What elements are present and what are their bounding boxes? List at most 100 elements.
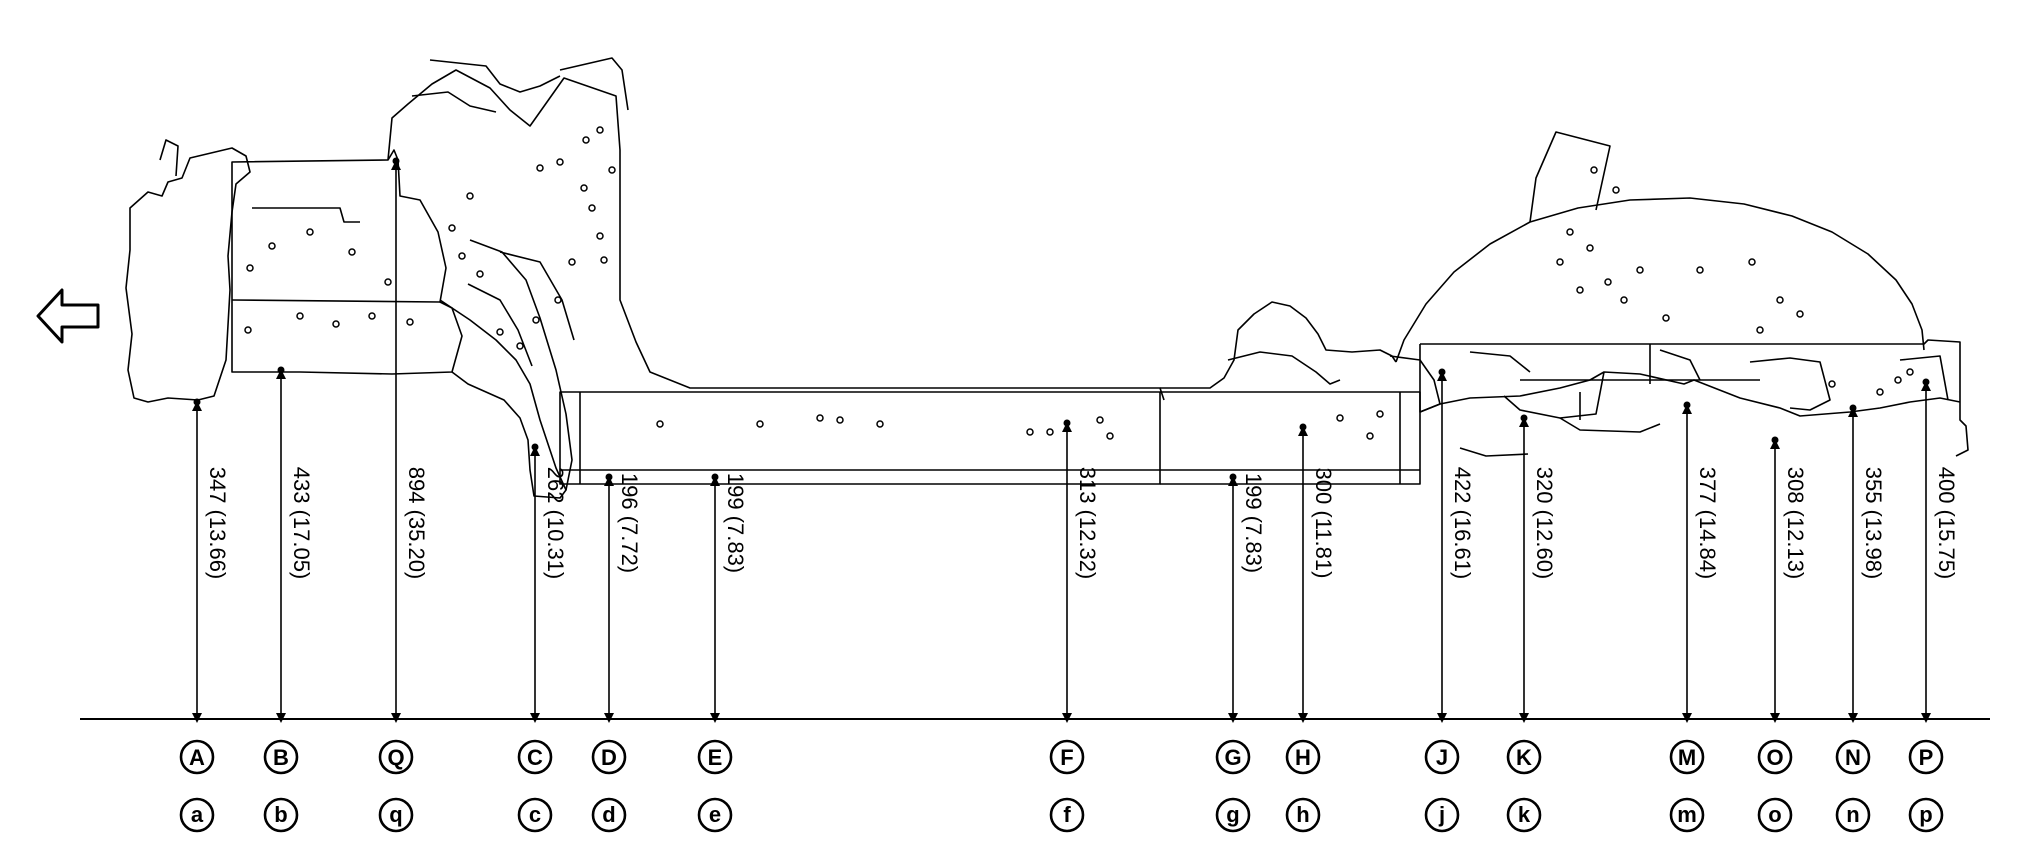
dimension-value-d: 196 (7.72) (617, 473, 642, 573)
svg-text:h: h (1296, 802, 1309, 827)
point-label-q-lower: q (378, 797, 414, 833)
point-label-e-upper: E (697, 739, 733, 775)
svg-text:k: k (1518, 802, 1531, 827)
svg-text:D: D (601, 745, 617, 770)
dimension-b: 433 (17.05) Bb (263, 366, 314, 833)
point-label-e-lower: e (697, 797, 733, 833)
measure-point-n (1849, 404, 1857, 412)
point-label-d-upper: D (591, 739, 627, 775)
svg-text:a: a (191, 802, 204, 827)
dimension-m: 377 (14.84) Mm (1669, 401, 1720, 833)
point-label-n-upper: N (1835, 739, 1871, 775)
measure-point-m (1683, 401, 1691, 409)
point-label-f-upper: F (1049, 739, 1085, 775)
dimension-c: 262 (10.31) Cc (517, 443, 568, 833)
measure-point-h (1299, 423, 1307, 431)
svg-text:F: F (1060, 745, 1073, 770)
point-label-b-upper: B (263, 739, 299, 775)
dimension-value-p: 400 (15.75) (1934, 467, 1959, 580)
point-label-o-upper: O (1757, 739, 1793, 775)
dimension-n: 355 (13.98)Nn (1835, 404, 1886, 833)
measure-point-b (277, 366, 285, 374)
dimension-value-o: 308 (12.13) (1783, 467, 1808, 580)
point-label-p-lower: p (1908, 797, 1944, 833)
measure-point-f (1063, 419, 1071, 427)
dimension-q: 894 (35.20) Qq (378, 157, 429, 833)
dimension-h: 300 (11.81) Hh (1285, 423, 1336, 833)
svg-text:g: g (1226, 802, 1239, 827)
svg-text:H: H (1295, 745, 1311, 770)
measure-point-k (1520, 414, 1528, 422)
svg-text:P: P (1919, 745, 1934, 770)
dimension-value-h: 300 (11.81) (1311, 468, 1336, 579)
svg-text:b: b (274, 802, 287, 827)
hollow-arrow-left-icon (36, 288, 100, 344)
dimension-o: 308 (12.13) Oo (1757, 436, 1808, 833)
dimension-j: 422 (16.61)Jj (1424, 368, 1475, 833)
point-label-j-lower: j (1424, 797, 1460, 833)
point-label-a-lower: a (179, 797, 215, 833)
point-label-m-lower: m (1669, 797, 1705, 833)
svg-text:E: E (708, 745, 723, 770)
point-label-g-upper: G (1215, 739, 1251, 775)
svg-text:B: B (273, 745, 289, 770)
point-label-b-lower: b (263, 797, 299, 833)
point-label-f-lower: f (1049, 797, 1085, 833)
svg-text:N: N (1845, 745, 1861, 770)
point-label-g-lower: g (1215, 797, 1251, 833)
svg-text:d: d (602, 802, 615, 827)
point-label-j-upper: J (1424, 739, 1460, 775)
svg-text:m: m (1677, 802, 1697, 827)
svg-text:e: e (709, 802, 721, 827)
dimension-d: 196 (7.72) Dd (591, 473, 642, 833)
dimension-value-f: 313 (12.32) (1075, 467, 1100, 580)
measure-point-d (605, 473, 613, 481)
panel-holes (244, 126, 1914, 440)
measure-point-a (193, 398, 201, 406)
svg-text:J: J (1436, 745, 1448, 770)
point-label-q-upper: Q (378, 739, 414, 775)
measure-point-p (1922, 378, 1930, 386)
point-label-k-lower: k (1506, 797, 1542, 833)
point-label-p-upper: P (1908, 739, 1944, 775)
point-label-n-lower: n (1835, 797, 1871, 833)
measure-point-e (711, 473, 719, 481)
dimension-value-e: 199 (7.83) (723, 473, 748, 573)
dimension-value-b: 433 (17.05) (289, 467, 314, 580)
dimension-value-a: 347 (13.66) (205, 467, 230, 580)
svg-text:j: j (1438, 802, 1445, 827)
dimension-p: 400 (15.75) Pp (1908, 378, 1959, 833)
point-label-c-lower: c (517, 797, 553, 833)
svg-text:G: G (1224, 745, 1241, 770)
measure-point-j (1438, 368, 1446, 376)
point-label-a-upper: A (179, 739, 215, 775)
measure-point-q (392, 157, 400, 165)
svg-text:C: C (527, 745, 543, 770)
point-label-o-lower: o (1757, 797, 1793, 833)
svg-text:q: q (389, 802, 402, 827)
svg-text:p: p (1919, 802, 1932, 827)
svg-text:n: n (1846, 802, 1859, 827)
point-label-h-upper: H (1285, 739, 1321, 775)
vehicle-underbody-drawing (125, 57, 1969, 499)
dimension-e: 199 (7.83) Ee (697, 473, 748, 833)
point-label-d-lower: d (591, 797, 627, 833)
dimension-value-g: 199 (7.83) (1241, 473, 1266, 573)
point-label-c-upper: C (517, 739, 553, 775)
point-label-k-upper: K (1506, 739, 1542, 775)
dimension-value-c: 262 (10.31) (543, 467, 568, 580)
svg-text:c: c (529, 802, 541, 827)
svg-text:A: A (189, 745, 205, 770)
svg-text:O: O (1766, 745, 1783, 770)
dimension-a: 347 (13.66) Aa (179, 398, 230, 833)
dimension-k: 320 (12.60)Kk (1506, 414, 1557, 833)
dimension-value-q: 894 (35.20) (404, 467, 429, 580)
svg-text:M: M (1678, 745, 1696, 770)
svg-text:o: o (1768, 802, 1781, 827)
dimension-value-m: 377 (14.84) (1695, 467, 1720, 580)
measure-point-c (531, 443, 539, 451)
dimension-g: 199 (7.83) Gg (1215, 473, 1266, 833)
svg-text:K: K (1516, 745, 1532, 770)
